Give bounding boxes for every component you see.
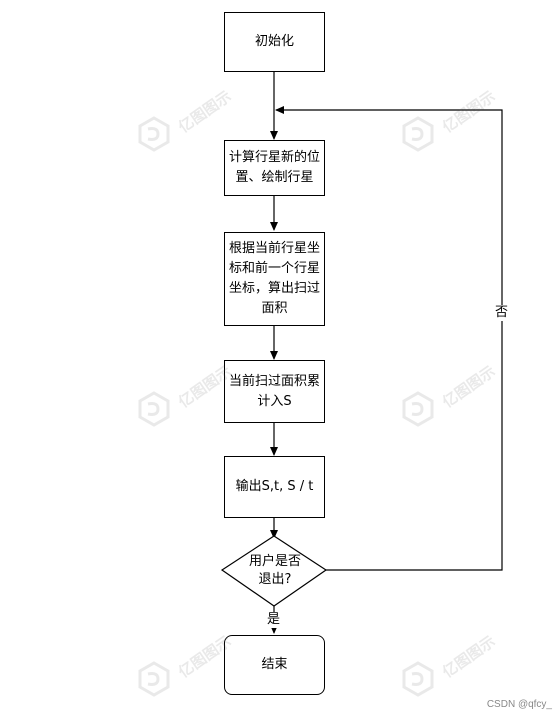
- node-output: 输出S,t, S / t: [224, 456, 325, 518]
- node-init-label: 初始化: [254, 34, 294, 49]
- node-compute-label: 计算行星新的位置、绘制行星: [229, 150, 321, 185]
- node-decision-label: 用户是否退出?: [248, 554, 301, 587]
- node-end: 结束: [224, 635, 325, 695]
- node-area: 根据当前行星坐标和前一个行星坐标，算出扫过面积: [224, 232, 325, 326]
- node-output-label: 输出S,t, S / t: [235, 479, 314, 494]
- edge-label-yes: 是: [267, 612, 281, 628]
- node-accumulate: 当前扫过面积累计入S: [224, 360, 325, 423]
- decision-diamond: [220, 535, 328, 607]
- node-end-label: 结束: [261, 657, 288, 672]
- edge-label-no: 否: [495, 305, 509, 321]
- node-accumulate-label: 当前扫过面积累计入S: [229, 373, 321, 409]
- node-decision: 用户是否退出?: [224, 548, 326, 594]
- node-area-label: 根据当前行星坐标和前一个行星坐标，算出扫过面积: [229, 241, 321, 316]
- node-init: 初始化: [224, 12, 325, 72]
- node-compute: 计算行星新的位置、绘制行星: [224, 140, 325, 196]
- footer-credit: CSDN @qfcy_: [486, 699, 552, 710]
- edge-decision-no-loop: [275, 106, 503, 571]
